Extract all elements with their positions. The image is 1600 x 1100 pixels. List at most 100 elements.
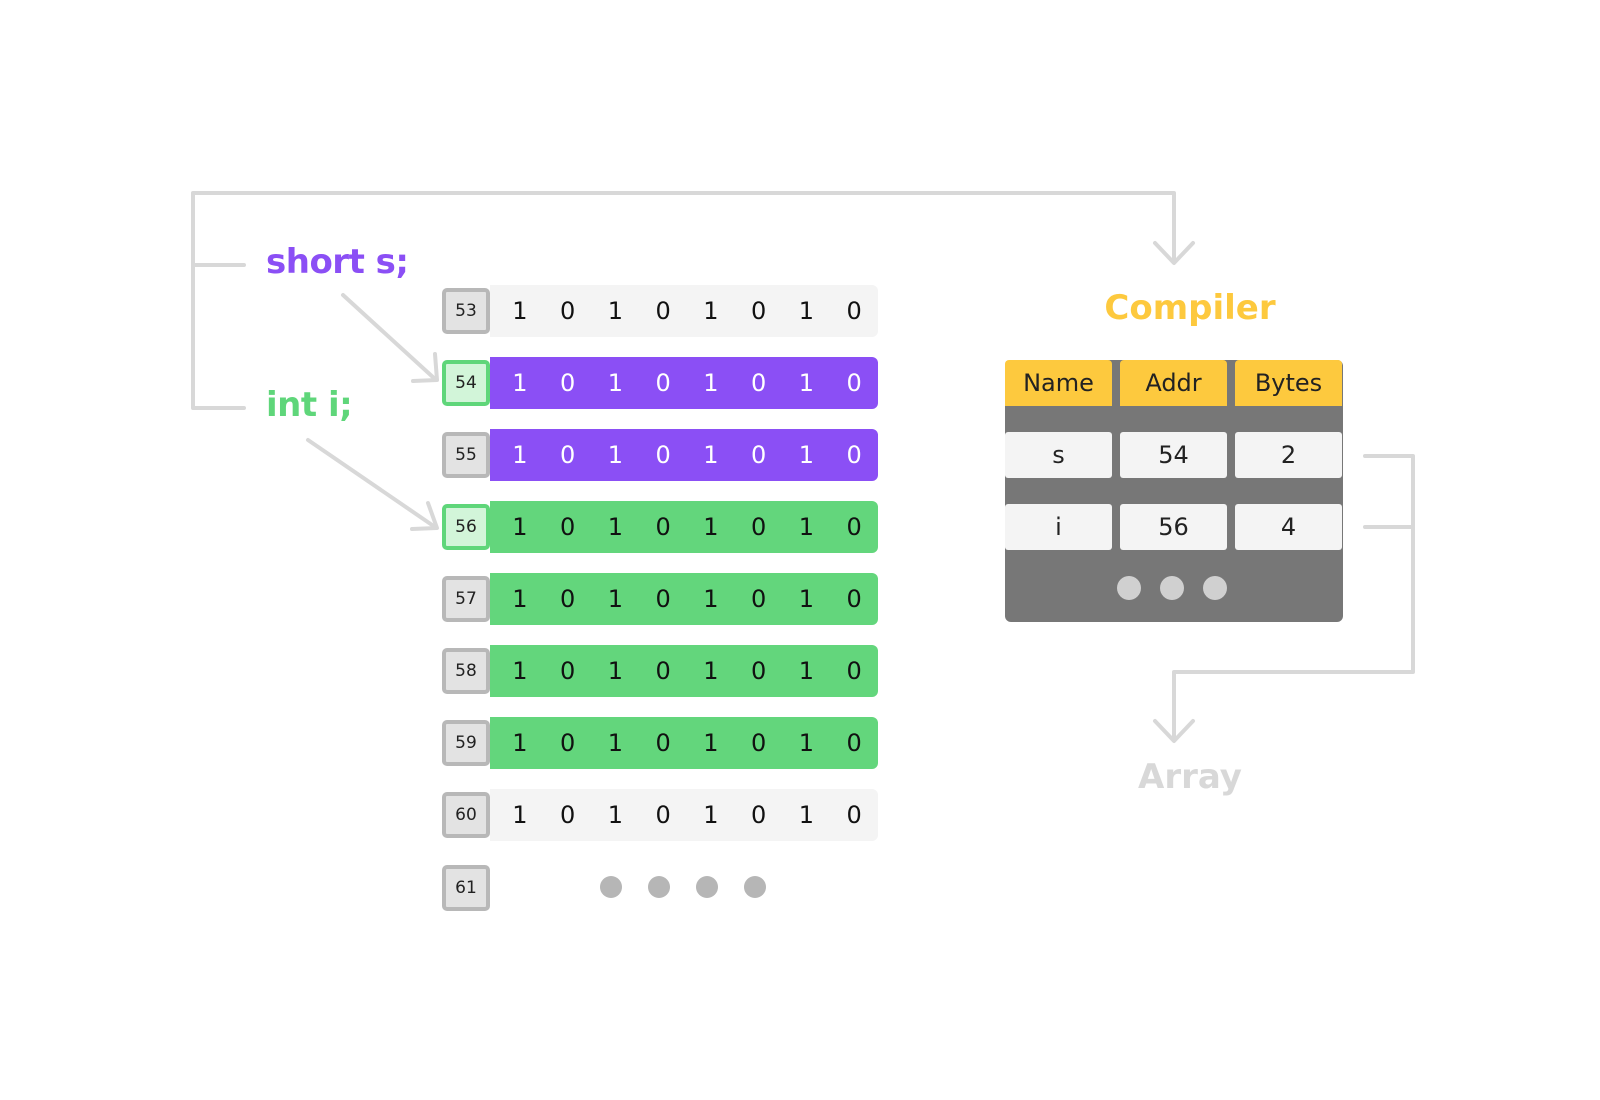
bit-value: 1: [512, 513, 528, 541]
bit-value: 0: [846, 729, 862, 757]
bit-value: 0: [559, 369, 576, 397]
bit-value: 0: [559, 585, 576, 613]
bit-value: 1: [703, 441, 719, 469]
memory-byte: 1 0 1 0 1 0 1 0: [490, 573, 878, 625]
declaration-short: short s;: [266, 242, 409, 282]
compiler-title: Compiler: [1104, 288, 1276, 328]
table-header-bytes: Bytes: [1235, 360, 1342, 406]
bracket-to-array: [1172, 454, 1415, 741]
array-label: Array: [1138, 757, 1242, 797]
bit-value: 1: [798, 297, 815, 325]
table-cell-name: s: [1005, 432, 1112, 478]
bit-value: 1: [703, 729, 719, 757]
bit-value: 0: [846, 441, 862, 469]
bit-value: 1: [798, 729, 815, 757]
bit-value: 1: [512, 801, 528, 829]
address-cell: 59: [442, 720, 490, 766]
arrow-int-to-56: [306, 438, 437, 529]
bit-value: 0: [559, 297, 576, 325]
bit-value: 1: [798, 513, 815, 541]
arrowhead-54: [411, 352, 439, 383]
memory-continuation-dots: [600, 876, 766, 898]
bit-value: 0: [559, 729, 576, 757]
address-cell: 56: [442, 504, 490, 550]
bit-value: 0: [655, 369, 671, 397]
bit-value: 1: [607, 369, 624, 397]
bit-value: 0: [655, 441, 671, 469]
bit-value: 1: [607, 585, 624, 613]
bit-value: 1: [607, 297, 624, 325]
table-cell-bytes: 4: [1235, 504, 1342, 550]
bit-value: 0: [750, 369, 767, 397]
bit-value: 1: [607, 441, 624, 469]
bit-value: 1: [607, 729, 624, 757]
bit-value: 0: [750, 513, 767, 541]
bit-value: 1: [512, 369, 528, 397]
bit-value: 1: [798, 585, 815, 613]
address-cell: 53: [442, 288, 490, 334]
bit-value: 0: [846, 369, 862, 397]
bit-value: 0: [559, 513, 576, 541]
bit-value: 1: [798, 801, 815, 829]
bit-value: 0: [750, 441, 767, 469]
bit-value: 1: [703, 513, 719, 541]
address-cell: 55: [442, 432, 490, 478]
bit-value: 0: [655, 729, 671, 757]
bit-value: 1: [607, 657, 624, 685]
bit-value: 1: [703, 801, 719, 829]
bit-value: 0: [750, 585, 767, 613]
bit-value: 0: [655, 657, 671, 685]
ellipsis-dot: [1160, 576, 1184, 600]
arrowhead-compiler: [1153, 241, 1195, 265]
bit-value: 1: [703, 585, 719, 613]
bit-value: 1: [512, 297, 528, 325]
memory-byte: 1 0 1 0 1 0 1 0: [490, 429, 878, 481]
ellipsis-dot: [696, 876, 718, 898]
bit-value: 1: [798, 441, 815, 469]
bit-value: 1: [512, 585, 528, 613]
address-cell: 57: [442, 576, 490, 622]
bit-value: 0: [750, 297, 767, 325]
bit-value: 0: [846, 513, 862, 541]
arrow-short-to-54: [341, 293, 437, 381]
bit-value: 1: [512, 657, 528, 685]
bit-value: 1: [512, 441, 528, 469]
ellipsis-dot: [744, 876, 766, 898]
bit-value: 1: [703, 369, 719, 397]
bit-value: 1: [798, 657, 815, 685]
bit-value: 0: [846, 297, 862, 325]
address-cell: 61: [442, 865, 490, 911]
bracket-to-compiler: [191, 191, 1176, 410]
bit-value: 0: [750, 657, 767, 685]
table-header-addr: Addr: [1120, 360, 1227, 406]
bit-value: 0: [655, 585, 671, 613]
bit-value: 0: [655, 801, 671, 829]
table-cell-addr: 56: [1120, 504, 1227, 550]
bit-value: 0: [559, 441, 576, 469]
bit-value: 0: [655, 513, 671, 541]
bit-value: 0: [846, 585, 862, 613]
bit-value: 0: [559, 801, 576, 829]
bit-value: 0: [559, 657, 576, 685]
arrowhead-56: [410, 501, 439, 531]
arrowhead-array: [1153, 719, 1195, 743]
bit-value: 1: [703, 657, 719, 685]
ellipsis-dot: [600, 876, 622, 898]
address-cell: 58: [442, 648, 490, 694]
address-cell: 54: [442, 360, 490, 406]
memory-byte: 1 0 1 0 1 0 1 0: [490, 645, 878, 697]
bit-value: 0: [846, 657, 862, 685]
bit-value: 0: [750, 729, 767, 757]
ellipsis-dot: [1117, 576, 1141, 600]
bit-value: 0: [750, 801, 767, 829]
table-cell-bytes: 2: [1235, 432, 1342, 478]
table-header-name: Name: [1005, 360, 1112, 406]
table-cell-name: i: [1005, 504, 1112, 550]
table-continuation-dots: [1117, 576, 1227, 600]
bit-value: 1: [798, 369, 815, 397]
